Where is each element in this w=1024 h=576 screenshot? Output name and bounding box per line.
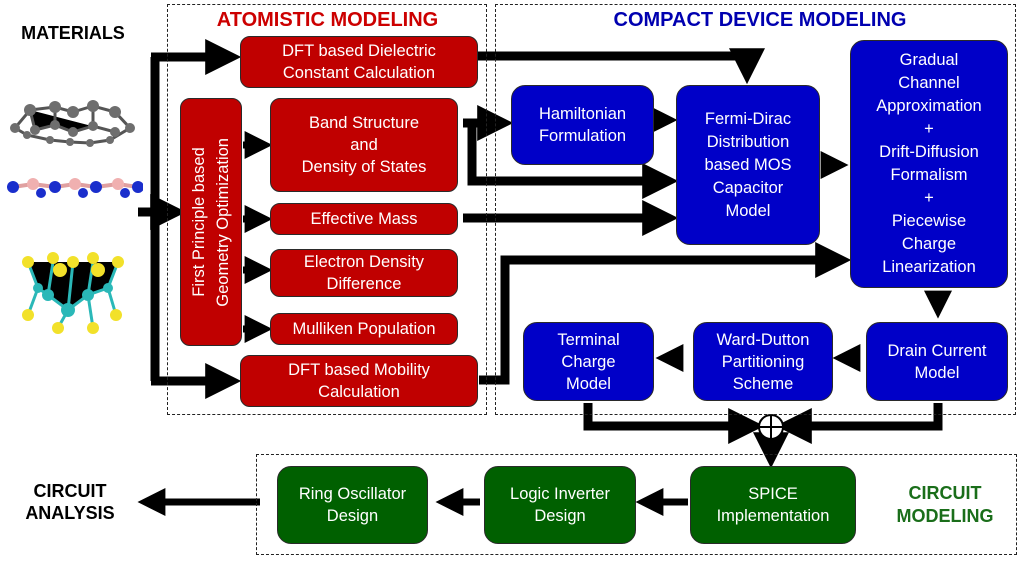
region-compact	[495, 4, 1016, 415]
arrow-dielectric-to-fermi	[478, 48, 765, 85]
box-ward-dutton[interactable]: Ward-Dutton Partitioning Scheme	[693, 322, 833, 401]
box-drain-current[interactable]: Drain Current Model	[866, 322, 1008, 401]
box-electron-density[interactable]: Electron Density Difference	[270, 249, 458, 297]
box-terminal-charge[interactable]: Terminal Charge Model	[523, 322, 654, 401]
box-spice-implementation[interactable]: SPICE Implementation	[690, 466, 856, 544]
arrow-band-to-fermi	[467, 123, 679, 199]
box-band-structure[interactable]: Band Structure and Density of States	[270, 98, 458, 192]
box-fermi-dirac-mos[interactable]: Fermi-Dirac Distribution based MOS Capac…	[676, 85, 820, 245]
mos2-structure-icon	[22, 252, 124, 334]
graphene-structure-icon	[10, 100, 135, 147]
box-dielectric-constant[interactable]: DFT based Dielectric Constant Calculatio…	[240, 36, 478, 88]
box-logic-inverter[interactable]: Logic Inverter Design	[484, 466, 636, 544]
label-materials: MATERIALS	[21, 23, 125, 43]
box-geometry-optimization[interactable]: First Principle based Geometry Optimizat…	[180, 98, 242, 346]
arrow-mobility-to-gca	[479, 242, 852, 385]
title-compact: COMPACT DEVICE MODELING	[613, 9, 907, 31]
box-gca-drift-diffusion[interactable]: Gradual Channel Approximation + Drift-Di…	[850, 40, 1008, 288]
region-circuit	[256, 454, 1017, 555]
hbn-structure-icon	[7, 178, 143, 198]
arrow-terminal-to-sum	[583, 403, 765, 444]
box-mobility[interactable]: DFT based Mobility Calculation	[240, 355, 478, 407]
box-mulliken-population[interactable]: Mulliken Population	[270, 313, 458, 345]
title-circuit: CIRCUIT MODELING	[896, 483, 994, 526]
box-effective-mass[interactable]: Effective Mass	[270, 203, 458, 235]
arrow-drain-to-sum	[775, 403, 943, 444]
box-hamiltonian[interactable]: Hamiltonian Formulation	[511, 85, 654, 165]
region-atomistic	[167, 4, 487, 415]
label-circuit-analysis: CIRCUIT ANALYSIS	[25, 481, 115, 523]
title-atomistic: ATOMISTIC MODELING	[216, 9, 439, 31]
box-ring-oscillator[interactable]: Ring Oscillator Design	[277, 466, 428, 544]
summing-junction-icon	[758, 414, 784, 440]
